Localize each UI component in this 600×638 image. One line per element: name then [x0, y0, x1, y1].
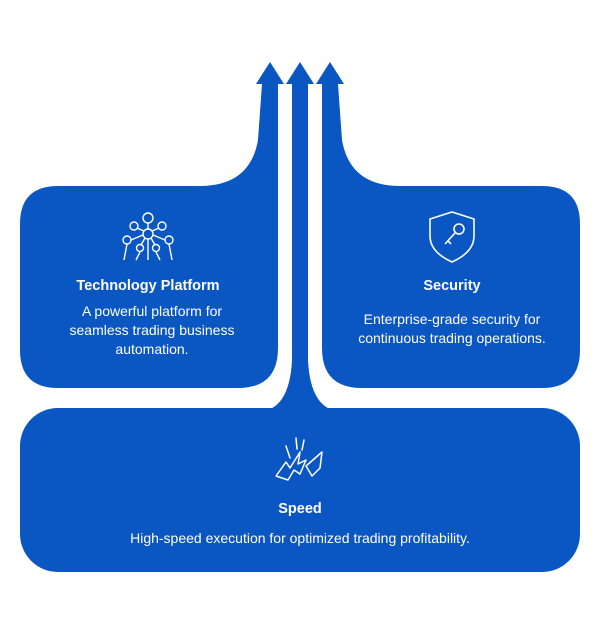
network-nodes-icon	[122, 212, 174, 261]
up-arrow-icon	[256, 62, 284, 84]
up-arrow-icon	[286, 62, 314, 84]
security-title: Security	[423, 278, 481, 294]
security-card	[322, 84, 580, 388]
technology-card	[20, 84, 278, 388]
security-description: Enterprise-grade security for continuous…	[358, 311, 546, 346]
shield-key-icon	[429, 211, 475, 263]
up-arrow-icon	[316, 62, 344, 84]
speed-card	[20, 408, 580, 572]
speed-title: Speed	[278, 501, 322, 517]
technology-description: A powerful platform for seamless trading…	[69, 303, 235, 357]
lightning-burst-icon	[275, 437, 323, 481]
technology-title: Technology Platform	[76, 278, 220, 294]
center-stem	[268, 84, 332, 410]
speed-description: High-speed execution for optimized tradi…	[130, 530, 470, 546]
